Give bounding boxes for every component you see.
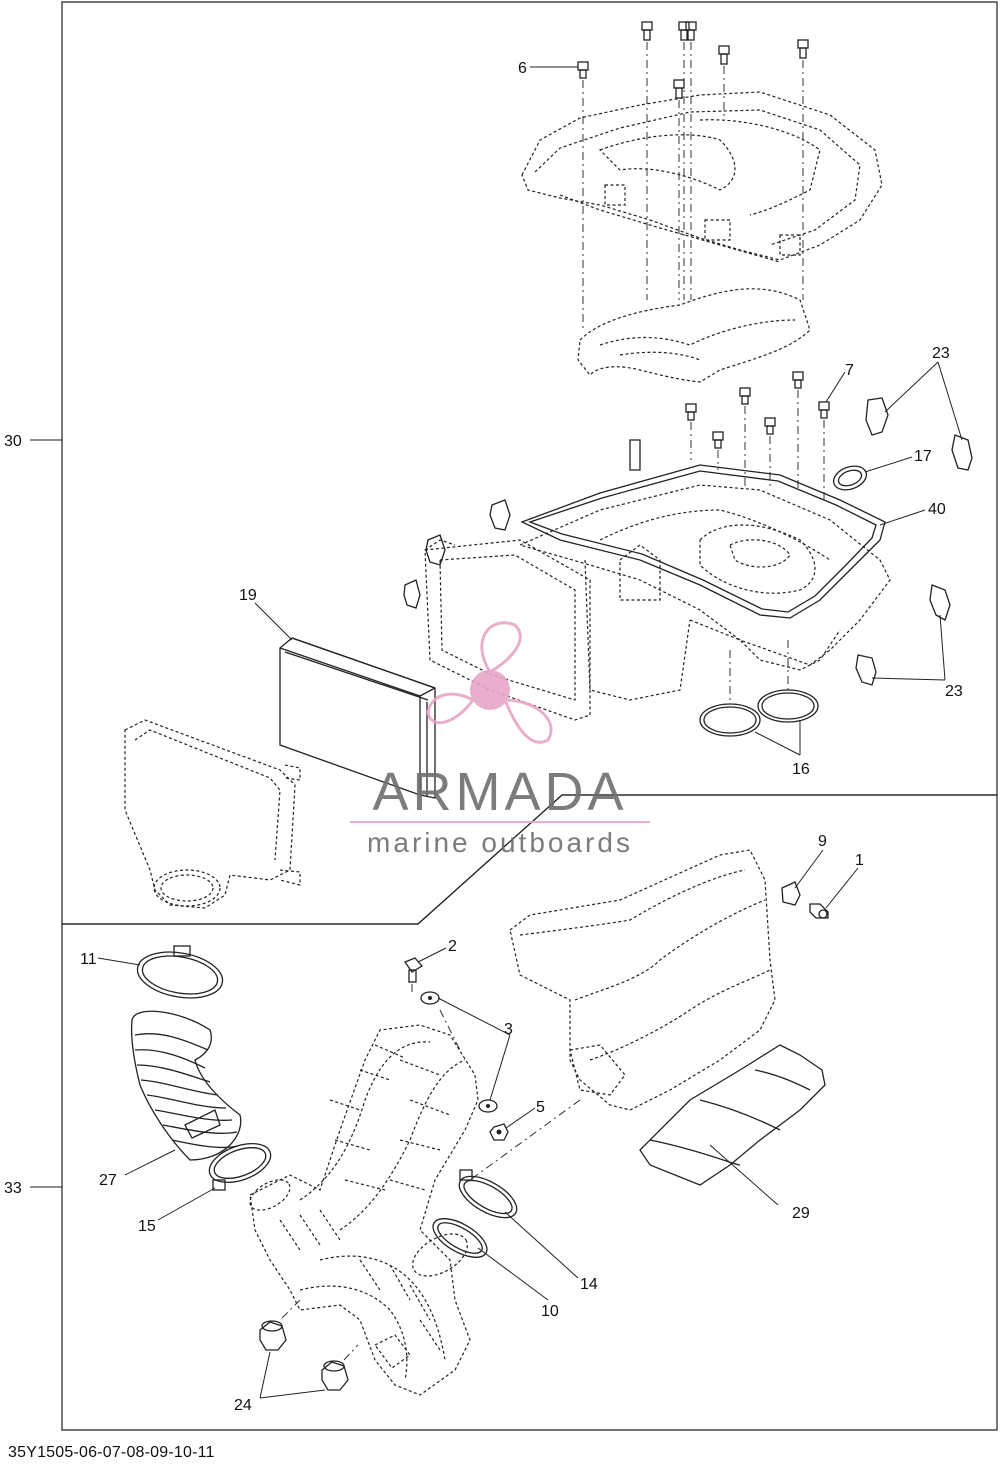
- o-ring-10: [432, 1218, 488, 1258]
- callout-23-bottom: 23: [945, 683, 963, 700]
- screw-1: [809, 903, 829, 919]
- callout-27: 27: [99, 1172, 117, 1189]
- watermark-brand: ARMADA: [372, 762, 627, 822]
- callout-labels: 6 30 33 23 7 17 40 23 16 19 9 1 2 3 5 11…: [4, 60, 963, 1414]
- callout-11: 11: [80, 951, 97, 968]
- seal-17: [832, 465, 868, 491]
- bracket-9: [781, 881, 801, 906]
- callout-16: 16: [792, 761, 810, 778]
- callout-15: 15: [138, 1218, 156, 1235]
- callout-5: 5: [536, 1099, 545, 1116]
- washer-3: [420, 991, 498, 1113]
- watermark-tagline: marine outboards: [367, 827, 633, 858]
- screw-7: [818, 401, 830, 500]
- callout-10: 10: [541, 1303, 559, 1320]
- screw-c: [685, 21, 697, 300]
- callout-17: 17: [914, 448, 932, 465]
- screw-a: [641, 21, 653, 300]
- o-rings-16: [699, 640, 819, 737]
- diagram-reference-code: 35Y1505-06-07-08-09-10-11: [8, 1444, 215, 1461]
- clamp-11: [136, 945, 224, 999]
- callout-29: 29: [792, 1205, 810, 1222]
- frame-assembly-33: [61, 794, 998, 1431]
- grommets-24: [259, 1299, 359, 1391]
- screw-e: [797, 39, 809, 300]
- watermark: ARMADA marine outboards: [350, 621, 650, 858]
- callout-33: 33: [4, 1180, 22, 1197]
- clamp-15: [208, 1142, 272, 1191]
- foam-pad-29: [639, 1044, 826, 1186]
- propeller-logo-icon: [426, 621, 553, 744]
- air-filter-19: [279, 637, 436, 799]
- cover-inner-duct: [577, 288, 811, 383]
- leader-lines: [30, 66, 963, 1399]
- callout-3: 3: [504, 1021, 513, 1038]
- bellows-hose-27: [130, 1010, 242, 1161]
- screw-d: [718, 45, 730, 118]
- screw-f: [673, 79, 685, 300]
- intake-silencer: [124, 719, 301, 909]
- gasket-40: [520, 464, 886, 619]
- airbox-top-cover: [521, 91, 883, 263]
- airbox-base: [518, 484, 891, 701]
- callout-40: 40: [928, 501, 946, 518]
- callout-9: 9: [818, 833, 827, 850]
- top-screws: [577, 21, 809, 330]
- clamp-14: [458, 1169, 518, 1219]
- callout-1: 1: [855, 852, 864, 869]
- intake-duct: [249, 1024, 479, 1396]
- resonator-chamber: [509, 849, 776, 1111]
- assembly-frames: [61, 1, 998, 1431]
- screw-b: [678, 21, 690, 300]
- callout-7: 7: [845, 362, 854, 379]
- callout-6: 6: [518, 60, 527, 77]
- callout-30: 30: [4, 433, 22, 450]
- callout-23-top: 23: [932, 345, 950, 362]
- screw-6: [577, 61, 589, 330]
- clips-23: [403, 397, 973, 686]
- callout-14: 14: [580, 1276, 598, 1293]
- filter-frame: [424, 539, 591, 721]
- callout-2: 2: [448, 938, 457, 955]
- nut-5: [489, 1123, 509, 1141]
- base-screws: [685, 371, 830, 500]
- callout-24: 24: [234, 1397, 252, 1414]
- screw-2: [403, 957, 424, 995]
- callout-19: 19: [239, 587, 257, 604]
